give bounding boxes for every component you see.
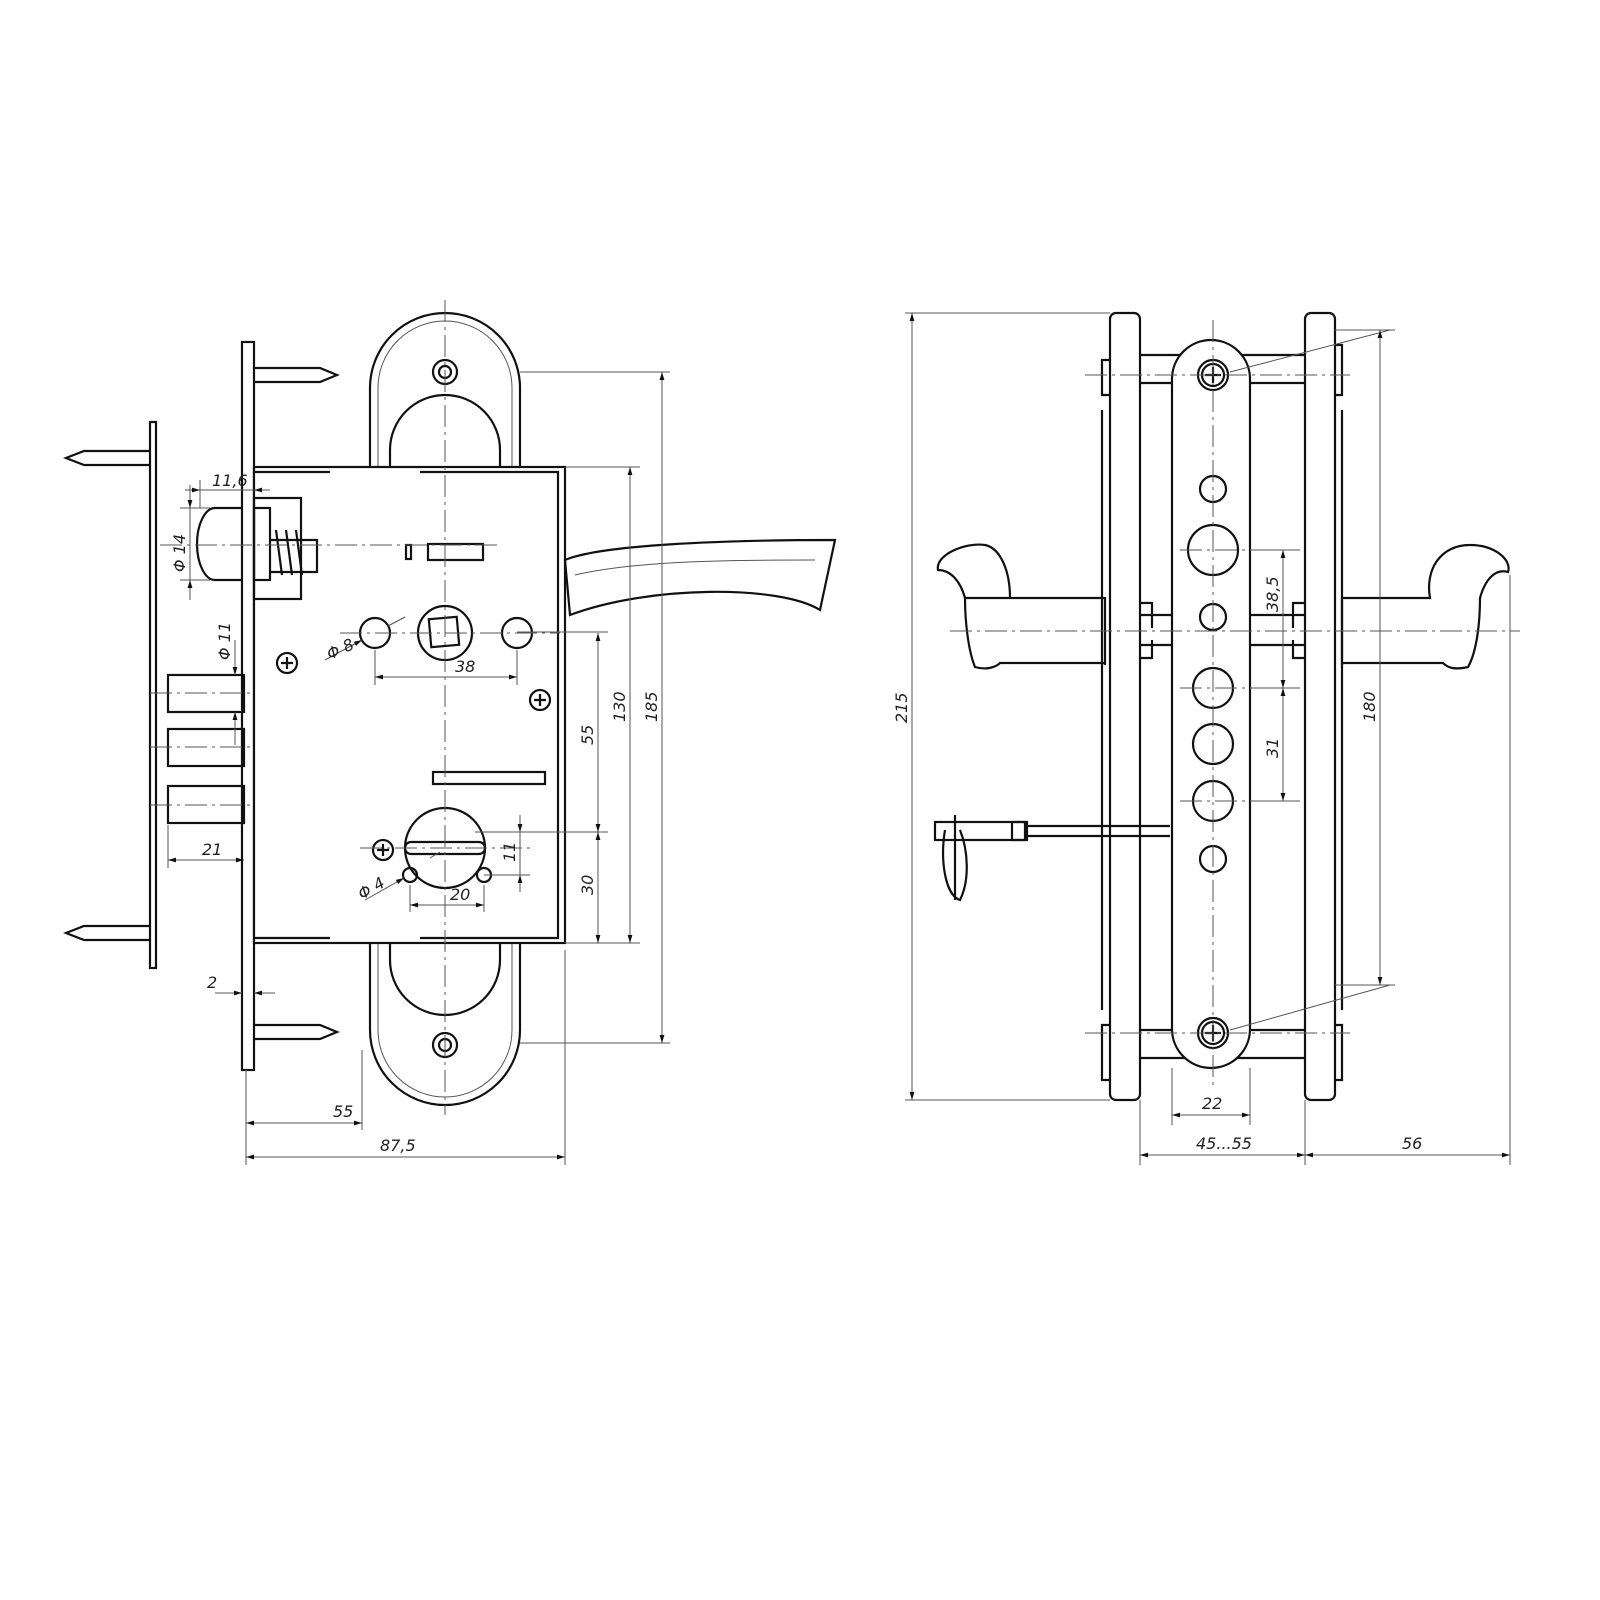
escutcheon-handle-boss-top (388, 393, 502, 467)
dim-hole-spacing: 38 (455, 657, 475, 676)
dim-screw-spacing: 180 (1360, 691, 1379, 722)
dim-lower-offset: 30 (578, 875, 597, 895)
latch-bolt (195, 506, 242, 582)
dimension-lines (909, 313, 1510, 1158)
dim-bolt-dia: Φ 11 (215, 622, 234, 660)
right-handle (1340, 543, 1510, 670)
dim-escutcheon-height: 185 (642, 691, 661, 722)
dim-backset: 55 (333, 1102, 353, 1121)
cylinder-guard-strip (1170, 338, 1252, 1070)
latch-spring (270, 529, 319, 576)
key (933, 815, 1170, 902)
right-plate (1303, 311, 1337, 1102)
left-plate (1108, 311, 1142, 1102)
dim-cyl-pitch: 31 (1263, 738, 1282, 758)
dimension-lines (168, 372, 665, 1160)
left-handle (936, 543, 1107, 670)
lever-handle (563, 538, 837, 617)
dim-center-distance: 55 (578, 725, 597, 745)
dim-overall-height: 215 (892, 692, 911, 723)
dim-cyl-to-handle: 38,5 (1263, 576, 1282, 612)
handle-set-front-view: 215 180 38,5 31 22 45...55 56 (892, 311, 1520, 1165)
slot (431, 770, 547, 786)
dim-small-hole-spacing: 20 (450, 885, 470, 904)
nail (62, 366, 340, 1041)
strike-plate (148, 420, 158, 970)
dim-body-depth: 87,5 (380, 1136, 416, 1155)
lock-body (252, 465, 567, 945)
screw-icon (275, 651, 552, 862)
dim-faceplate-thickness: 2 (207, 973, 217, 992)
dim-body-height: 130 (610, 691, 629, 722)
dim-door-thickness: 45...55 (1196, 1134, 1252, 1153)
dim-bolt-length: 21 (202, 840, 222, 859)
mortise-lock-side-view: 11,6 Φ 14 Φ 11 Φ 8 38 21 2 55 87,5 185 1… (62, 300, 837, 1165)
dim-handle-projection: 56 (1402, 1134, 1422, 1153)
dim-latch-offset: 11,6 (212, 471, 248, 490)
dim-latch-dia: Φ 14 (170, 534, 189, 572)
dim-small-hole-offset: 11 (500, 842, 519, 862)
small-hole (401, 866, 419, 884)
dim-strip-width: 22 (1202, 1094, 1222, 1113)
